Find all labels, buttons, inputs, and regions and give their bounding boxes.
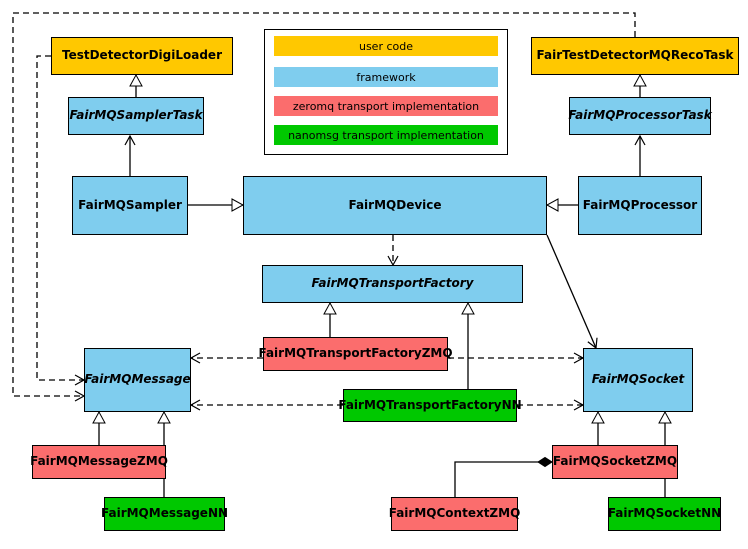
class-node-fairmqsamplertask[interactable]: FairMQSamplerTask: [68, 97, 204, 135]
class-label: FairMQProcessor: [582, 197, 698, 212]
edge-device-to-socket: [546, 234, 598, 350]
class-node-fairmqcontextzmq[interactable]: FairMQContextZMQ: [388, 497, 521, 531]
class-node-fairmqsocketnn[interactable]: FairMQSocketNN: [608, 497, 721, 531]
class-node-fairmqsampler[interactable]: FairMQSampler: [72, 176, 188, 235]
legend-item-user-code: user code: [274, 36, 498, 56]
class-node-fairmqprocessor[interactable]: FairMQProcessor: [578, 176, 702, 235]
class-label: FairMQSocketZMQ: [552, 454, 678, 469]
class-node-fairmqsocket[interactable]: FairMQSocket: [583, 348, 693, 412]
class-node-fairmqmessagenn[interactable]: FairMQMessageNN: [100, 497, 229, 531]
class-node-fairmqtransportfactorynn[interactable]: FairMQTransportFactoryNN: [338, 389, 522, 422]
class-label: FairMQSocketNN: [607, 506, 722, 521]
class-node-fairmqdevice[interactable]: FairMQDevice: [243, 176, 547, 235]
class-label: FairMQMessageNN: [100, 506, 229, 521]
class-label: FairMQTransportFactoryZMQ: [258, 346, 453, 361]
class-label: FairMQSocket: [591, 372, 685, 387]
class-node-fairmqprocessortask[interactable]: FairMQProcessorTask: [568, 97, 712, 135]
class-label: FairMQTransportFactoryNN: [338, 397, 522, 412]
class-label: FairMQContextZMQ: [388, 506, 521, 521]
class-label: FairMQSampler: [78, 197, 182, 212]
legend-label-framework: framework: [356, 70, 416, 84]
class-node-fairmqtransportfactory[interactable]: FairMQTransportFactory: [262, 265, 523, 303]
legend-item-framework: framework: [274, 67, 498, 87]
class-label: FairMQDevice: [348, 197, 442, 212]
legend-item-zeromq: zeromq transport implementation: [274, 96, 498, 116]
class-node-fairtestdetectormqrecotask[interactable]: FairTestDetectorMQRecoTask: [531, 37, 739, 75]
class-label: FairMQMessage: [84, 372, 191, 387]
edge-socketzmq-to-contextzmq: [454, 456, 553, 497]
class-node-fairmqsocketzmq[interactable]: FairMQSocketZMQ: [552, 445, 678, 479]
class-node-fairmqmessagezmq[interactable]: FairMQMessageZMQ: [30, 445, 168, 479]
legend-item-nanomsg: nanomsg transport implementation: [274, 125, 498, 145]
class-node-fairmqmessage[interactable]: FairMQMessage: [84, 348, 191, 412]
class-label: FairMQSamplerTask: [69, 108, 203, 123]
class-node-testdetectordigiloader[interactable]: TestDetectorDigiLoader: [51, 37, 233, 75]
class-label: FairMQProcessorTask: [568, 108, 712, 123]
legend-label-user-code: user code: [358, 39, 414, 53]
legend-label-nanomsg: nanomsg transport implementation: [288, 128, 484, 142]
class-label: FairMQTransportFactory: [311, 276, 474, 291]
class-label: TestDetectorDigiLoader: [61, 48, 222, 63]
legend-label-zeromq: zeromq transport implementation: [292, 99, 480, 113]
class-node-fairmqtransportfactoryzmq[interactable]: FairMQTransportFactoryZMQ: [258, 337, 453, 371]
class-label: FairTestDetectorMQRecoTask: [536, 48, 734, 63]
class-label: FairMQMessageZMQ: [30, 454, 168, 469]
